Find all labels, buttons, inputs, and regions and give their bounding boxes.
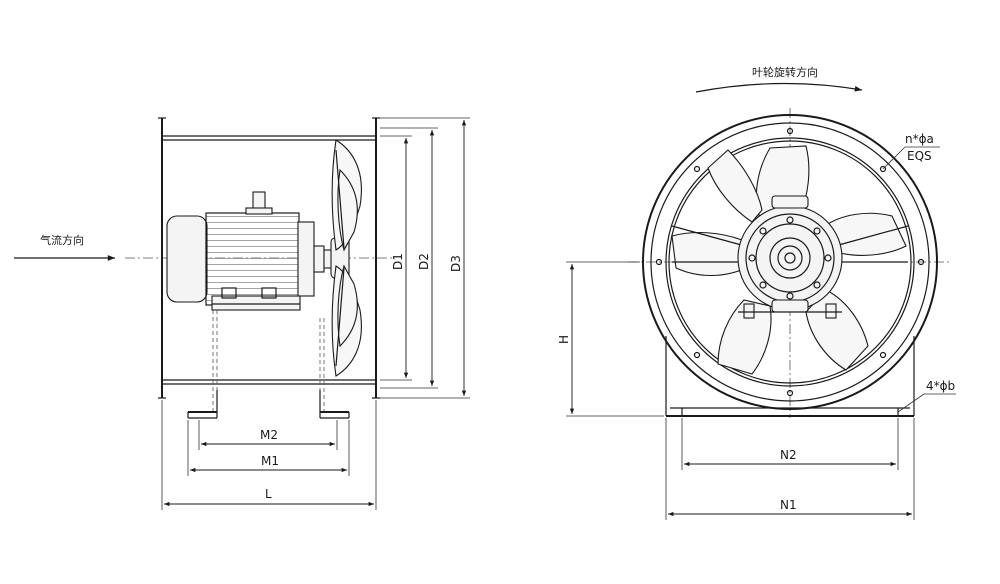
dim-n2-label: N2 (780, 448, 797, 462)
length-dimensions: M2 M1 L (161, 400, 377, 510)
dim-m2-label: M2 (260, 428, 278, 442)
dim-d3-label: D3 (449, 255, 463, 272)
airflow-direction-label: 气流方向 (40, 233, 84, 247)
dim-d2-label: D2 (417, 253, 431, 270)
dim-l-label: L (265, 487, 272, 501)
support-legs (187, 310, 350, 419)
side-view: 气流方向 (14, 117, 470, 510)
foot-holes-callout: 4*ϕb (897, 379, 956, 413)
airflow-arrow: 气流方向 (14, 233, 115, 261)
support-struts (671, 225, 909, 263)
impeller-blades-side (331, 139, 362, 377)
diameter-dimensions: D1 D2 D3 (380, 117, 470, 399)
height-dimension: H (557, 261, 664, 417)
motor (166, 191, 325, 311)
motor-hub-front (737, 195, 843, 319)
front-rings (642, 114, 938, 410)
flange-holes-label: n*ϕa (905, 132, 934, 146)
rotation-arrow: 叶轮旋转方向 (695, 65, 863, 93)
dim-h-label: H (557, 335, 571, 344)
duct-casing (158, 117, 380, 399)
base-width-dimensions: N2 N1 (665, 418, 915, 520)
impeller-rotation-label: 叶轮旋转方向 (752, 65, 818, 79)
flange-holes-callout: n*ϕa EQS (882, 132, 940, 170)
dim-m1-label: M1 (261, 454, 279, 468)
dim-d1-label: D1 (391, 253, 405, 270)
foot-holes-label: 4*ϕb (926, 379, 955, 393)
dim-n1-label: N1 (780, 498, 797, 512)
front-view: 叶轮旋转方向 (557, 65, 956, 520)
equal-spacing-label: EQS (907, 149, 932, 163)
mounting-base (665, 336, 915, 417)
flange-holes (655, 127, 925, 397)
